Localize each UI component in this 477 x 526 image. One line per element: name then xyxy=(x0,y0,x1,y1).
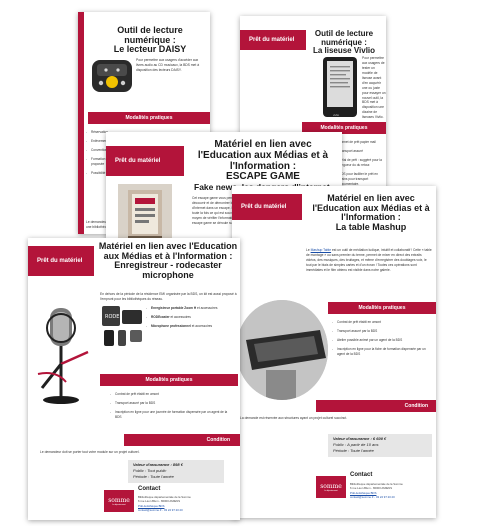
somme-logo: somme le département xyxy=(316,476,346,498)
description: En dehors de la période de la résidence … xyxy=(100,292,237,301)
practical-band: Modalités pratiques xyxy=(100,374,238,386)
description: Cet escape game vous permet de découvrir… xyxy=(192,196,248,225)
contact-lines: Bibliothèque départementale de la Somme … xyxy=(350,482,434,500)
daisy-device xyxy=(90,56,134,96)
microphone-photo xyxy=(36,304,98,408)
desc-suffix: est un outil de médiation ludique, intui… xyxy=(306,248,432,272)
description: Le Mashup Table est un outil de médiatio… xyxy=(306,248,432,273)
recorder-equipment: RODE xyxy=(100,304,144,348)
document-mashup: Prêt du matériel Matériel en lien avec l… xyxy=(232,186,436,518)
contact-link[interactable]: Prêt-ludothèque BDS xyxy=(138,503,165,508)
condition-text: La demande est réservée aux structures a… xyxy=(240,416,348,420)
contact-email[interactable]: contact@somme.fr - 03 22 97 20 20 xyxy=(350,495,395,500)
audience: Public : A partir de 10 ans xyxy=(333,442,379,448)
period: Période : Toute l'année xyxy=(133,474,174,480)
mashup-table-photo xyxy=(236,300,328,400)
lending-ribbon: Prêt du matériel xyxy=(240,30,306,50)
logo-sub: le département xyxy=(112,503,126,506)
page-title: Matériel en lien avec l'Education aux Mé… xyxy=(98,241,238,281)
contact-title: Contact xyxy=(350,472,373,478)
logo-text: somme xyxy=(108,496,130,504)
list-item: Transport assuré par la BDS xyxy=(110,401,234,406)
insurance-value: Valeur d'assurance : 6 600 € xyxy=(333,436,387,441)
conditions-band: Condition xyxy=(316,400,436,412)
lending-ribbon: Prêt du matériel xyxy=(106,146,184,176)
ereader-device xyxy=(322,56,358,118)
list-item: Contrat de prêt établi en amont xyxy=(110,392,234,397)
list-item: Possibilité xyxy=(86,171,116,176)
audience: Public : Tout public xyxy=(133,468,167,474)
period: Période : Toute l'année xyxy=(333,448,374,454)
lending-ribbon: Prêt du matériel xyxy=(78,32,82,48)
footer-text: Le demandeur doit être une bibliothèque xyxy=(86,220,121,229)
contact-email[interactable]: contact@somme.fr - 03 22 97 20 20 xyxy=(138,508,183,513)
insurance-box: Valeur d'assurance : 6 600 € Public : A … xyxy=(328,434,432,457)
description: Pour permettre aux usagers d'accéder aux… xyxy=(136,58,200,72)
list-item: Inscription en ligne pour la fiche de fo… xyxy=(332,347,432,357)
contact-line: 6 rue Léon Blum - 80000 AMIENS xyxy=(138,499,181,504)
list-item: Convention xyxy=(86,148,116,153)
kit-list: Enregistreur portable Zoom H et accessoi… xyxy=(146,306,238,333)
condition-text: Le demandeur doit se porter tout votre m… xyxy=(40,450,140,454)
kit-item: RODEcaster et accessoires xyxy=(146,315,238,320)
contact-title: Contact xyxy=(138,486,161,492)
page-title: Outil de lecture numérique : Le lecteur … xyxy=(113,25,187,55)
svg-text:RODE: RODE xyxy=(105,314,119,320)
desc-prefix: Le xyxy=(306,248,311,252)
list-item: Réservation xyxy=(86,130,116,135)
list-item: Enlèvement xyxy=(86,139,116,144)
contact-lines: Bibliothèque départementale de la Somme … xyxy=(138,495,234,513)
document-recorder: Prêt du matériel Matériel en lien avec l… xyxy=(28,238,240,520)
insurance-value: Valeur d'assurance : 898 € xyxy=(133,462,183,467)
list-item: Formation proposée xyxy=(86,157,116,167)
page-title: Matériel en lien avec l'Education aux Mé… xyxy=(197,139,329,183)
lending-ribbon: Prêt du matériel xyxy=(232,194,302,220)
side-ribbon xyxy=(78,12,84,234)
conditions-band: Condition xyxy=(124,434,240,446)
contact-link[interactable]: Prêt-ludothèque BDS xyxy=(350,490,377,495)
practical-band: Modalités pratiques xyxy=(328,302,436,314)
list-item: Contrat de prêt établi en amont xyxy=(332,320,432,325)
device-brand: vivlio xyxy=(333,113,340,117)
logo-sub: le département xyxy=(324,489,338,492)
list-item: Inscription en ligne pour une journée de… xyxy=(110,410,234,420)
lending-ribbon: Prêt du matériel xyxy=(28,246,94,276)
practical-list: Réservation Enlèvement Convention Format… xyxy=(86,130,116,180)
somme-logo: somme le département xyxy=(104,490,134,512)
logo-text: somme xyxy=(320,482,342,490)
kit-item: Enregistreur portable Zoom H et accessoi… xyxy=(146,306,238,311)
contact-line: Bibliothèque départementale de la Somme xyxy=(138,495,191,499)
list-item: Atelier possible animé par un agent de l… xyxy=(332,338,432,343)
practical-list: Contrat de prêt établi en amont Transpor… xyxy=(332,320,432,361)
description: Pour permettre aux usagers de tester un … xyxy=(362,56,386,120)
practical-list: Contrat de prêt établi en amont Transpor… xyxy=(110,392,234,424)
page-title: Matériel en lien avec l'Education aux Mé… xyxy=(312,193,430,233)
contact-line: 6 rue Léon Blum - 80000 AMIENS xyxy=(350,486,393,491)
mashup-link[interactable]: Mashup Table xyxy=(310,248,332,252)
insurance-box: Valeur d'assurance : 898 € Public : Tout… xyxy=(128,460,224,483)
kit-item: Microphone professionnel et accessoires xyxy=(146,324,238,329)
contact-line: Bibliothèque départementale de la Somme xyxy=(350,482,403,486)
list-item: Transport assuré par la BDS xyxy=(332,329,432,334)
practical-band: Modalités pratiques xyxy=(302,122,386,134)
practical-band: Modalités pratiques xyxy=(88,112,210,124)
page-title: Outil de lecture numérique : La liseuse … xyxy=(312,29,376,56)
